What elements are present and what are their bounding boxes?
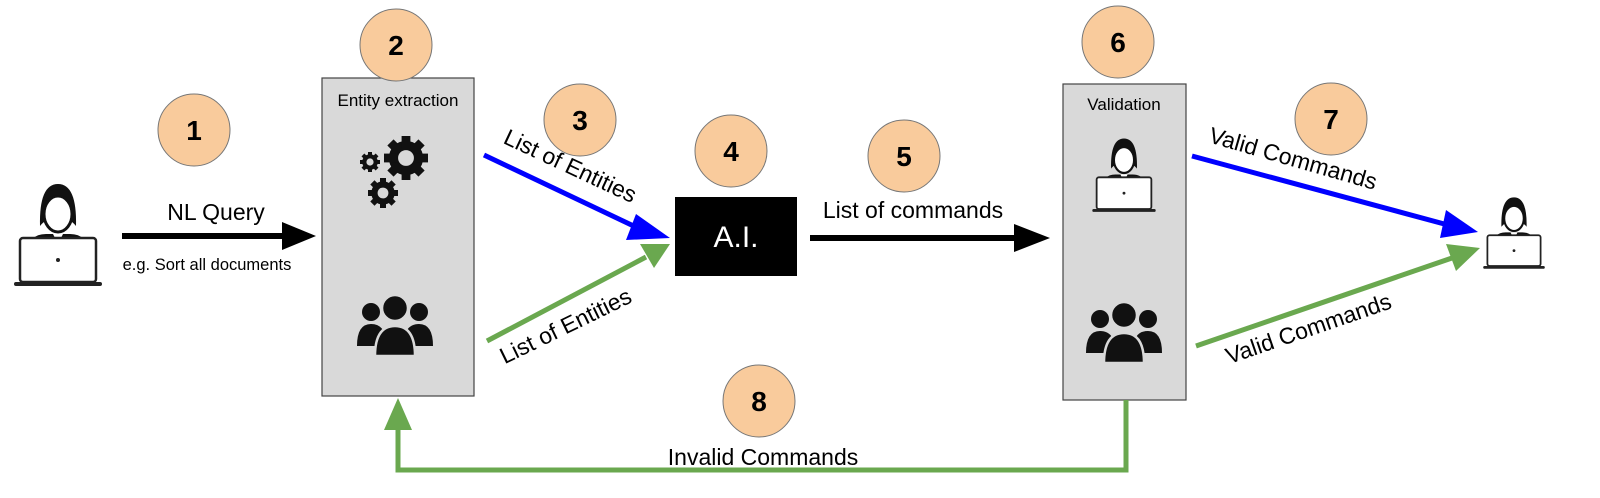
step-7: 7: [1294, 82, 1368, 156]
svg-text:7: 7: [1323, 104, 1339, 135]
user-laptop-icon: [12, 182, 104, 288]
entities-human-arrow: [485, 254, 648, 344]
svg-text:4: 4: [723, 136, 739, 167]
svg-text:5: 5: [896, 141, 912, 172]
invalid-label: Invalid Commands: [668, 444, 858, 470]
svg-text:3: 3: [572, 105, 588, 136]
nl-query-label: NL Query: [167, 199, 265, 225]
svg-text:6: 6: [1110, 27, 1126, 58]
commands-label: List of commands: [823, 197, 1003, 223]
svg-text:2: 2: [388, 30, 404, 61]
nl-query-example: e.g. Sort all documents: [123, 256, 292, 274]
step-2: 2: [359, 8, 433, 82]
ai-box: [675, 197, 797, 276]
step-3: 3: [543, 83, 617, 157]
step-1: 1: [157, 93, 231, 167]
step-6: 6: [1081, 5, 1155, 79]
step-8: 8: [722, 364, 796, 438]
step-5: 5: [867, 119, 941, 193]
entities-auto-arrow: [482, 152, 644, 233]
entity-extraction-label: Entity extraction: [338, 91, 459, 110]
ai-label: A.I.: [713, 221, 758, 254]
validation-label: Validation: [1087, 95, 1160, 114]
invalid-feedback-arrow: [395, 400, 1129, 473]
valid-human-arrow: [1195, 255, 1453, 349]
valid-auto-arrow: [1191, 153, 1449, 228]
end-user-laptop-icon: [1482, 196, 1546, 270]
step-4: 4: [694, 114, 768, 188]
svg-text:1: 1: [186, 115, 202, 146]
svg-text:8: 8: [751, 386, 767, 417]
